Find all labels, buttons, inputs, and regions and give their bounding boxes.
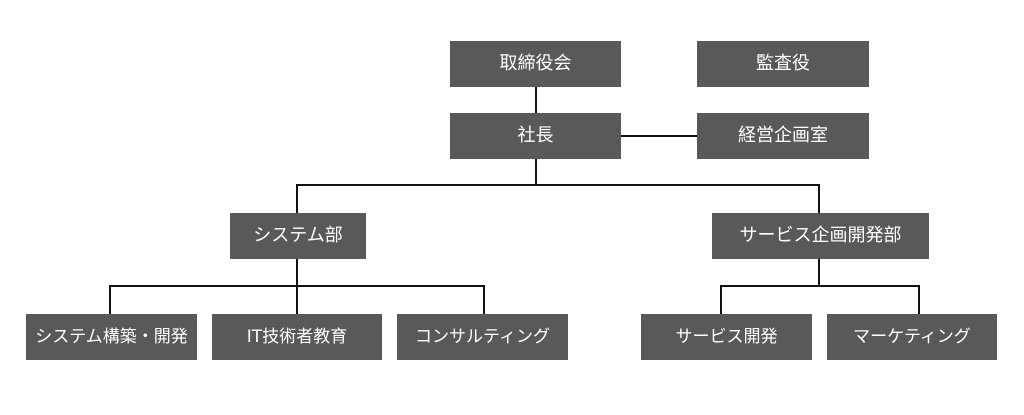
service-department-trunk-connector bbox=[818, 259, 820, 286]
service-department-drop-connector bbox=[818, 184, 820, 213]
system-department-node: システム部 bbox=[230, 213, 366, 259]
department-branch-connector bbox=[296, 184, 820, 186]
system-building-development-node: システム構築・開発 bbox=[26, 314, 197, 360]
president-node: 社長 bbox=[450, 113, 621, 159]
consulting-node: コンサルティング bbox=[397, 314, 568, 360]
service-team-branch-connector bbox=[720, 285, 920, 287]
service-planning-development-department-node: サービス企画開発部 bbox=[712, 213, 929, 259]
service-development-node: サービス開発 bbox=[641, 314, 812, 360]
president-trunk-connector bbox=[535, 159, 537, 184]
service-development-drop-connector bbox=[720, 285, 722, 314]
system-department-trunk-connector bbox=[296, 259, 298, 286]
marketing-node: マーケティング bbox=[827, 314, 997, 360]
management-planning-office-node: 経営企画室 bbox=[697, 113, 869, 159]
board-node: 取締役会 bbox=[450, 41, 621, 87]
auditor-node: 監査役 bbox=[697, 41, 869, 87]
board-to-president-connector bbox=[535, 87, 537, 113]
it-education-drop-connector bbox=[296, 285, 298, 314]
system-department-drop-connector bbox=[296, 184, 298, 213]
marketing-drop-connector bbox=[918, 285, 920, 314]
it-engineer-education-node: IT技術者教育 bbox=[212, 314, 382, 360]
consulting-drop-connector bbox=[483, 285, 485, 314]
system-building-drop-connector bbox=[109, 285, 111, 314]
president-to-office-connector bbox=[621, 135, 697, 137]
